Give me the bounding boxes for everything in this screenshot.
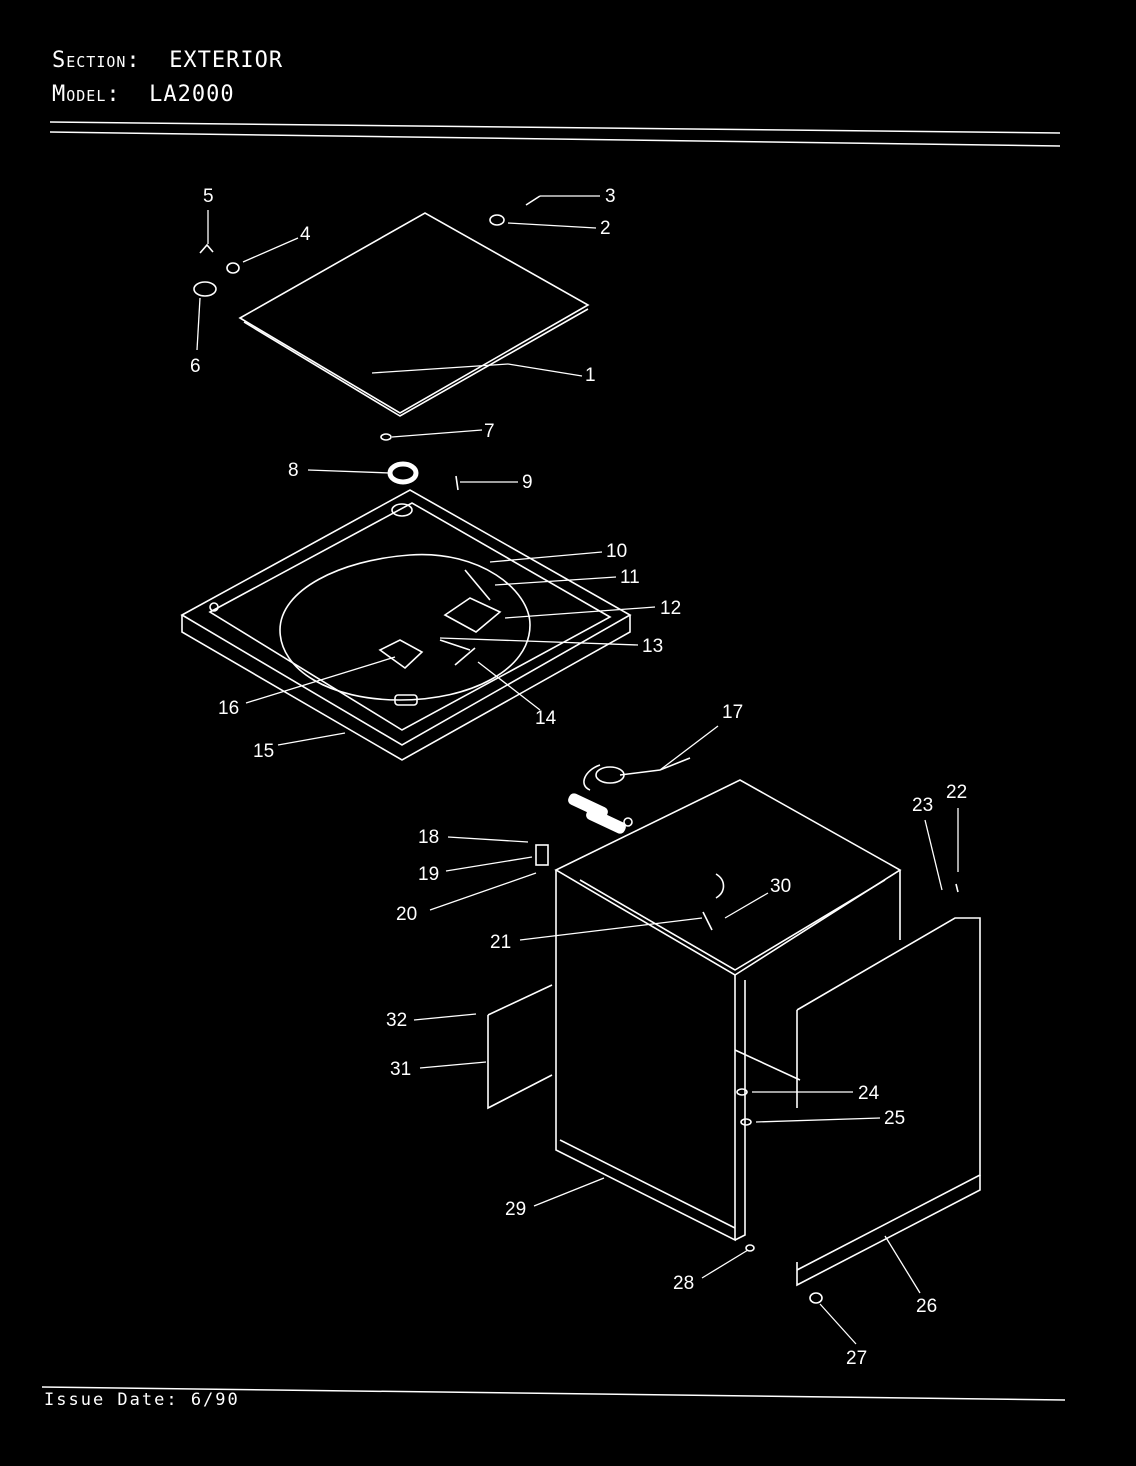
section-value: EXTERIOR xyxy=(169,48,284,73)
callout-13: 13 xyxy=(642,636,663,657)
part-22-screw xyxy=(955,883,959,893)
callout-10: 10 xyxy=(606,541,627,562)
callout-4: 4 xyxy=(300,224,311,245)
callout-17: 17 xyxy=(722,702,743,723)
callout-2: 2 xyxy=(600,218,611,239)
callout-26: 26 xyxy=(916,1296,937,1317)
callout-5: 5 xyxy=(203,186,214,207)
callout-22: 22 xyxy=(946,782,967,803)
callout-8: 8 xyxy=(288,460,299,481)
part-24-foot xyxy=(736,1088,748,1096)
callout-6: 6 xyxy=(190,356,201,377)
hose-assembly-part xyxy=(568,757,691,834)
callout-labels: 1 2 3 4 5 6 7 8 9 10 11 12 13 14 15 16 1… xyxy=(190,186,967,1369)
header-rule-top xyxy=(49,121,1061,134)
callout-19: 19 xyxy=(418,864,439,885)
callout-28: 28 xyxy=(673,1273,694,1294)
part-7-pad xyxy=(380,433,392,441)
callout-16: 16 xyxy=(218,698,239,719)
model-key: Model: xyxy=(52,82,121,107)
part-4-bumper xyxy=(226,262,240,274)
callout-27: 27 xyxy=(846,1348,867,1369)
part-8-ring xyxy=(387,461,419,485)
part-30-clip xyxy=(715,873,725,899)
footer-rule xyxy=(41,1386,1066,1401)
leader-lines xyxy=(196,195,959,1345)
part-21-clip xyxy=(702,911,713,931)
section-key: Section: xyxy=(52,48,141,73)
callout-31: 31 xyxy=(390,1059,411,1080)
callout-25: 25 xyxy=(884,1108,905,1129)
top-cover-part xyxy=(180,489,632,761)
callout-11: 11 xyxy=(620,567,640,588)
callout-7: 7 xyxy=(484,421,495,442)
callout-30: 30 xyxy=(770,876,791,897)
callout-18: 18 xyxy=(418,827,439,848)
model-line: Model: LA2000 xyxy=(52,82,235,107)
callout-14: 14 xyxy=(535,708,557,729)
callout-21: 21 xyxy=(490,932,511,953)
part-9-screw xyxy=(455,475,459,491)
callout-32: 32 xyxy=(386,1010,407,1031)
model-value: LA2000 xyxy=(149,82,235,107)
part-28-screw xyxy=(745,1244,755,1252)
callout-9: 9 xyxy=(522,472,533,493)
callout-23: 23 xyxy=(912,795,933,816)
side-panel-part xyxy=(487,984,553,1110)
rear-panel-part xyxy=(796,917,981,1287)
part-25-foot xyxy=(740,1118,752,1126)
part-5-clip xyxy=(199,243,214,254)
callout-1: 1 xyxy=(585,365,596,386)
issue-date: Issue Date: 6/90 xyxy=(44,1390,240,1410)
part-3-spring xyxy=(525,195,541,206)
header-rule-bottom xyxy=(49,131,1061,147)
part-6-hinge xyxy=(193,281,217,297)
part-27-leveler xyxy=(809,1292,823,1304)
callout-15: 15 xyxy=(253,741,274,762)
callout-12: 12 xyxy=(660,598,681,619)
part-2-bumper xyxy=(489,214,505,226)
callout-24: 24 xyxy=(858,1083,880,1104)
callout-20: 20 xyxy=(396,904,417,925)
cabinet-part xyxy=(554,779,902,1242)
callout-29: 29 xyxy=(505,1199,526,1220)
section-line: Section: EXTERIOR xyxy=(52,48,283,73)
part-19-bracket xyxy=(535,844,549,866)
lid-part xyxy=(238,212,590,417)
callout-3: 3 xyxy=(605,186,616,207)
